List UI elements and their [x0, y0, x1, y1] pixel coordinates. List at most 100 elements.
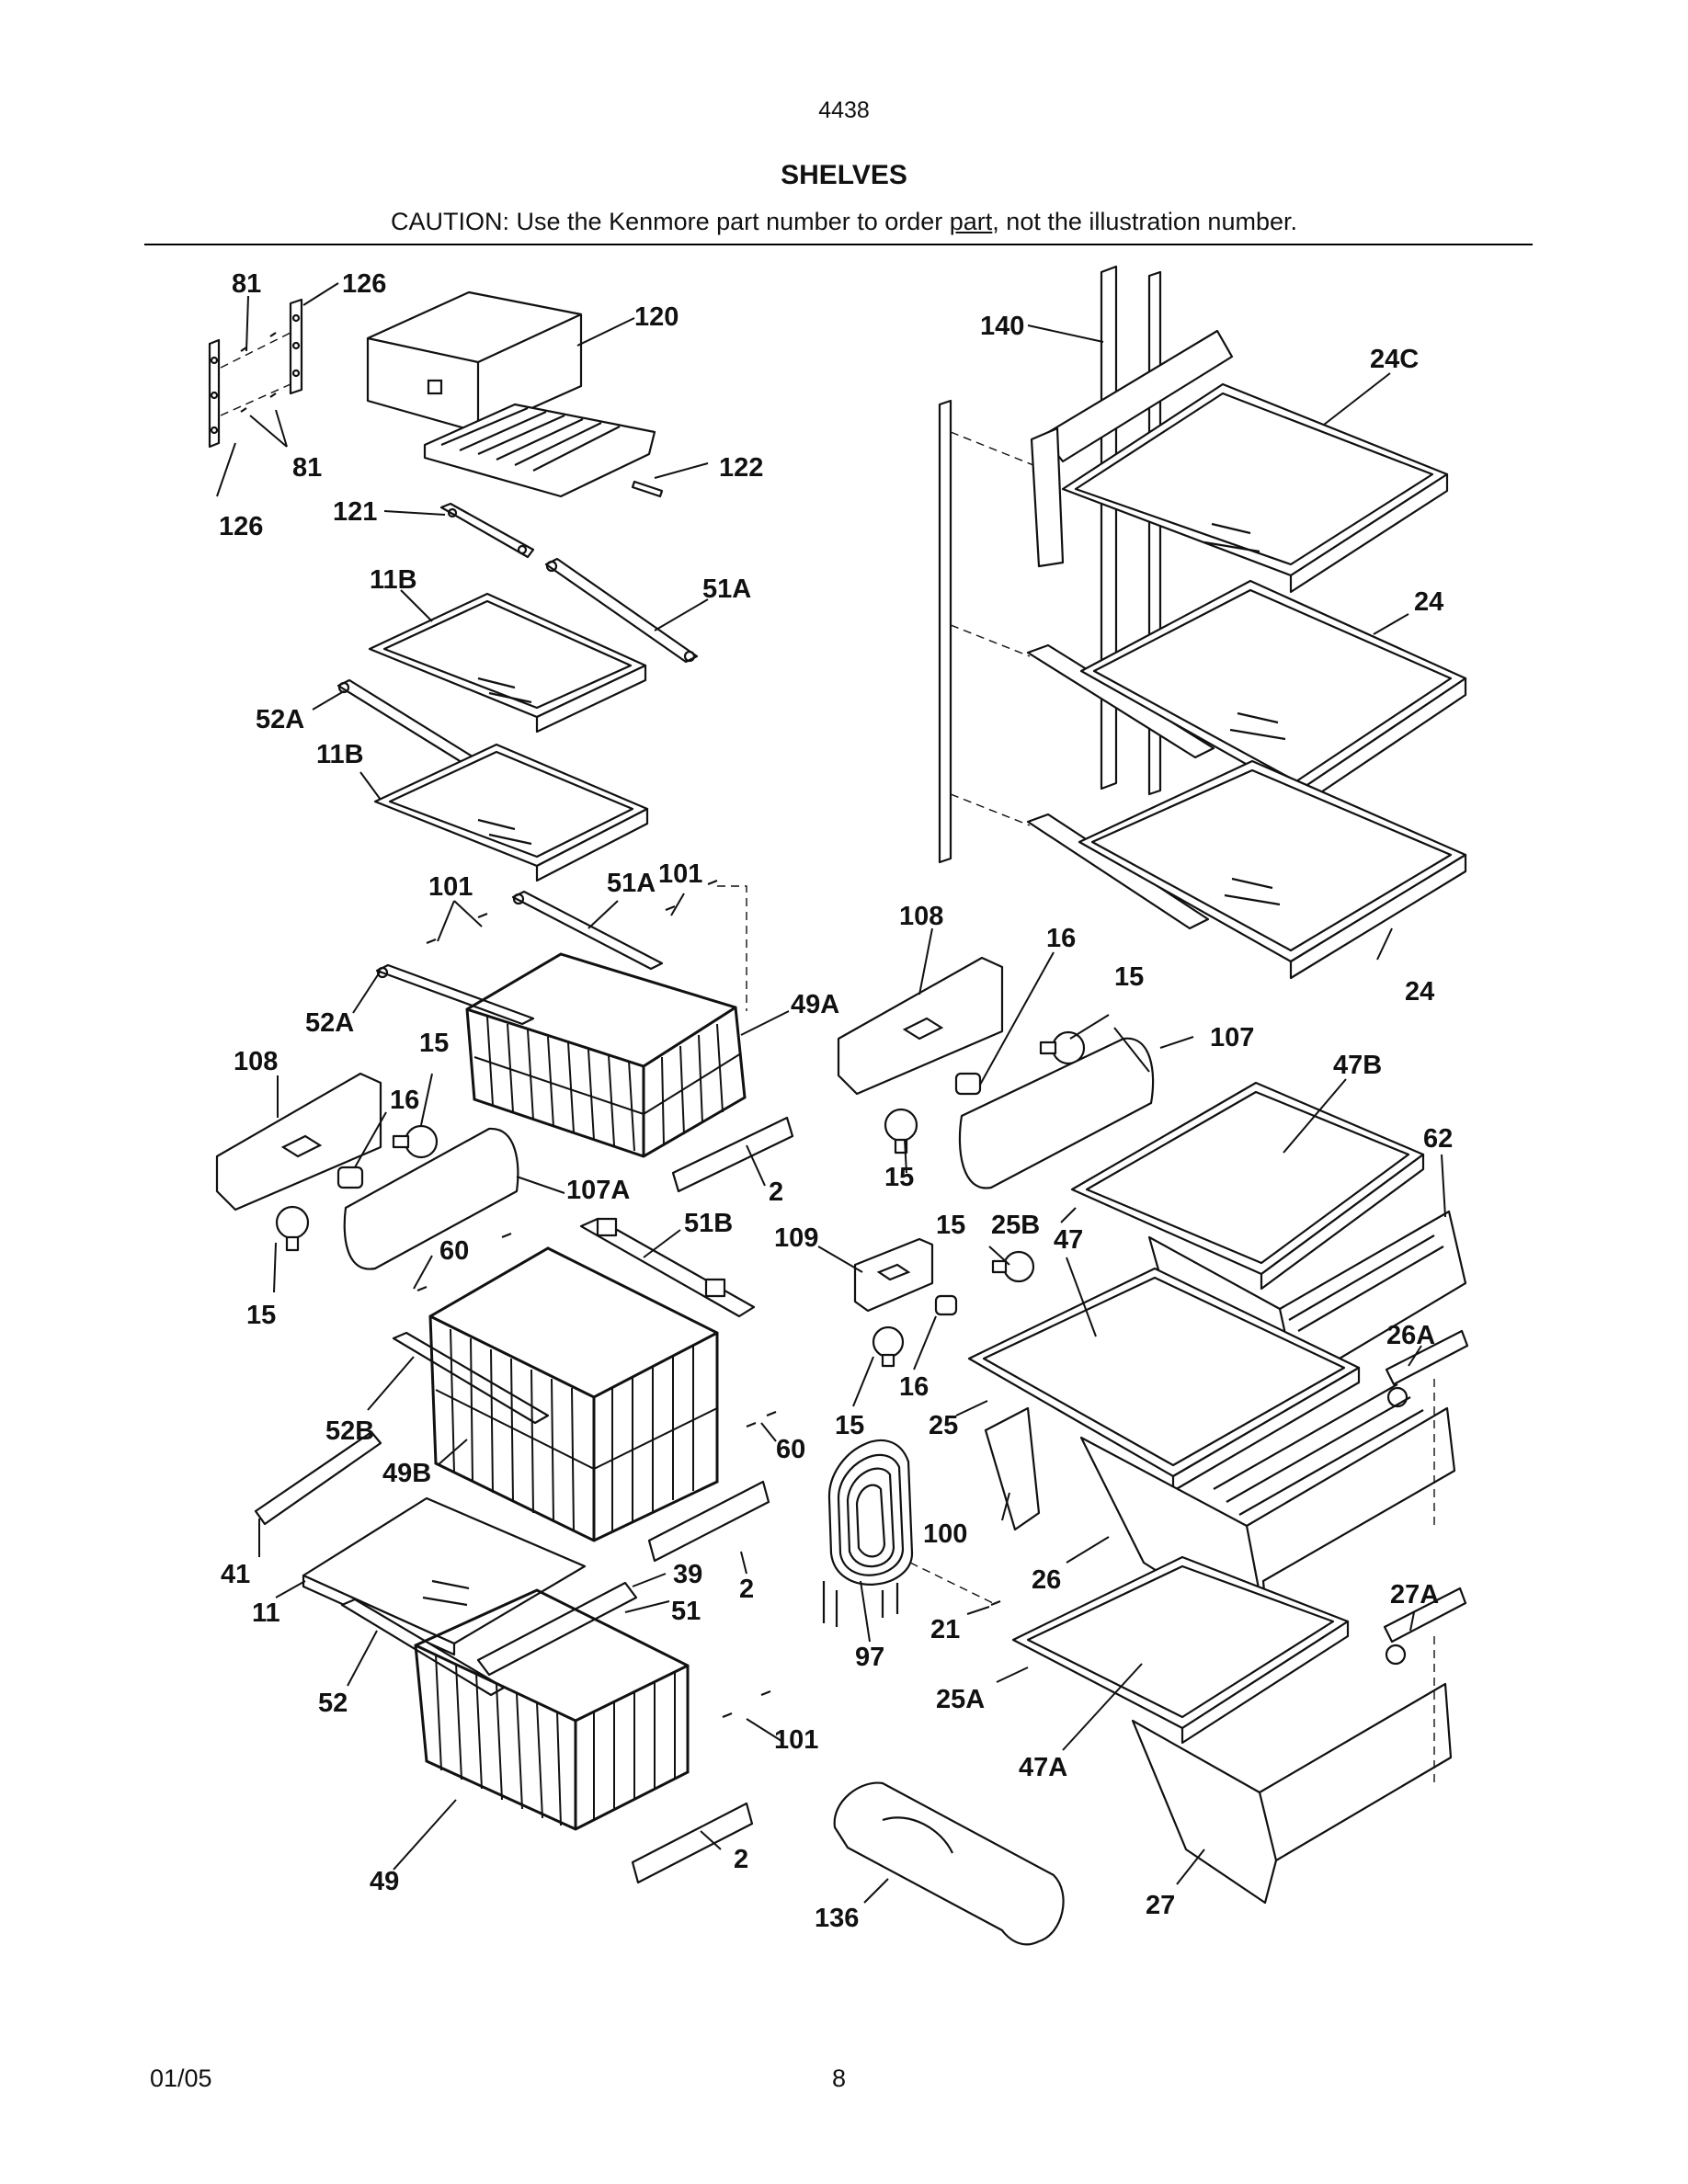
screws-60-upper	[416, 1232, 512, 1292]
callout-52A-lower: 52A	[305, 1008, 354, 1038]
callout-51A-upper: 51A	[702, 574, 751, 604]
plate-100	[984, 1406, 1041, 1531]
basket-49	[414, 1588, 690, 1831]
lamp-housing-109	[853, 1237, 934, 1313]
callout-15-109-lower: 15	[835, 1411, 864, 1440]
caution-note: CAUTION: Use the Kenmore part number to …	[0, 208, 1688, 236]
callout-26: 26	[1032, 1565, 1061, 1595]
callout-26A: 26A	[1386, 1321, 1435, 1350]
screws-60-lower	[746, 1410, 777, 1428]
callout-107: 107	[1210, 1023, 1254, 1052]
callout-16-left: 16	[390, 1086, 419, 1115]
callout-47: 47	[1054, 1225, 1083, 1255]
bracket-27A	[1383, 1587, 1467, 1666]
callout-109: 109	[774, 1223, 818, 1253]
bulb-15-right-lower	[884, 1108, 918, 1155]
cover-47	[967, 1267, 1361, 1493]
heater-97	[822, 1439, 914, 1627]
callout-51: 51	[671, 1597, 701, 1626]
callout-2-upper: 2	[769, 1177, 783, 1207]
bracket-26A	[1385, 1329, 1469, 1408]
screws-101-lower	[722, 1689, 771, 1719]
callout-2-middle: 2	[739, 1575, 754, 1604]
shelf-24-lower-alignment-line	[950, 793, 1031, 826]
shelf-24-lower	[1026, 759, 1467, 980]
bracket-126-right	[289, 298, 303, 395]
page-title: SHELVES	[781, 160, 907, 190]
callout-2-lower: 2	[734, 1845, 748, 1874]
basket-49A	[465, 952, 747, 1158]
screws-101-upper	[426, 879, 747, 1011]
shelf-11B-lower	[373, 743, 649, 882]
callout-101-left: 101	[428, 872, 473, 902]
callout-51A-lower: 51A	[607, 869, 656, 898]
callout-52A-upper: 52A	[256, 705, 304, 734]
callout-97: 97	[855, 1643, 884, 1672]
shelf-24C	[1030, 329, 1449, 594]
callout-60-lower: 60	[776, 1435, 805, 1464]
screw-21	[909, 1562, 1001, 1607]
trim-2-upper	[671, 1116, 794, 1193]
callout-81-top: 81	[232, 269, 261, 299]
callout-11: 11	[252, 1598, 280, 1628]
lamp-housing-108-left	[215, 1072, 382, 1211]
socket-16-lower	[934, 1294, 958, 1316]
callout-21: 21	[930, 1615, 960, 1644]
header-rule	[144, 244, 1533, 245]
shelf-24-upper-alignment-line	[950, 624, 1031, 657]
callout-120: 120	[634, 302, 679, 332]
callout-24C: 24C	[1370, 345, 1419, 374]
callout-24-lower: 24	[1405, 977, 1434, 1007]
trim-2-middle	[647, 1480, 770, 1563]
rail-52A-lower	[375, 963, 535, 1026]
callout-25B: 25B	[991, 1211, 1040, 1240]
callout-24-upper: 24	[1414, 587, 1443, 617]
caution-part-word: part	[949, 208, 993, 235]
callout-140: 140	[980, 312, 1024, 341]
callout-108-left: 108	[234, 1047, 278, 1076]
shelf-24-upper	[1026, 579, 1467, 811]
callout-51B: 51B	[684, 1209, 733, 1238]
shelf-120	[366, 290, 656, 498]
callout-11B-lower: 11B	[316, 740, 364, 769]
callout-81-bottom: 81	[292, 453, 322, 483]
callout-27A: 27A	[1390, 1580, 1439, 1610]
callout-136: 136	[815, 1904, 859, 1933]
rail-51A-lower	[511, 890, 664, 971]
cover-136	[833, 1781, 1065, 1946]
callout-108-right: 108	[899, 902, 943, 931]
bulb-15-left-upper	[392, 1124, 439, 1159]
socket-16-left	[336, 1166, 364, 1189]
leader-lines	[216, 282, 1446, 1904]
callout-27: 27	[1146, 1891, 1175, 1920]
callout-25A: 25A	[936, 1685, 985, 1714]
pan-27	[1131, 1682, 1453, 1905]
shelf-11B-upper	[368, 592, 647, 734]
callout-labels: 81 126 120 140 24C 81 122 126 121 11B 51…	[219, 269, 1453, 1933]
cover-47A	[1011, 1555, 1350, 1745]
callout-126-top: 126	[342, 269, 386, 299]
caution-text-end: , not the illustration number.	[992, 208, 1297, 235]
callout-15-left-upper: 15	[419, 1029, 449, 1058]
callout-107A: 107A	[566, 1176, 630, 1205]
callout-49: 49	[370, 1867, 399, 1896]
cover-47B	[1070, 1081, 1425, 1291]
callout-52: 52	[318, 1689, 348, 1718]
callout-49A: 49A	[791, 990, 839, 1019]
rail-51A-upper	[544, 557, 699, 664]
callout-16-right: 16	[1046, 924, 1076, 953]
callout-39: 39	[673, 1560, 702, 1589]
trim-2-lower	[631, 1802, 754, 1884]
bulb-15-109-upper	[991, 1250, 1035, 1283]
callout-47B: 47B	[1333, 1051, 1382, 1080]
slide-121	[439, 502, 535, 559]
shelf-24C-alignment-line	[950, 431, 1034, 466]
rail-51B	[579, 1217, 756, 1318]
callout-122: 122	[719, 453, 763, 483]
lamp-cover-107	[958, 1037, 1155, 1189]
callout-41: 41	[221, 1560, 250, 1589]
callout-15-right-lower: 15	[884, 1163, 914, 1192]
callout-15-right-upper: 15	[1114, 962, 1144, 992]
callout-62: 62	[1423, 1124, 1453, 1154]
